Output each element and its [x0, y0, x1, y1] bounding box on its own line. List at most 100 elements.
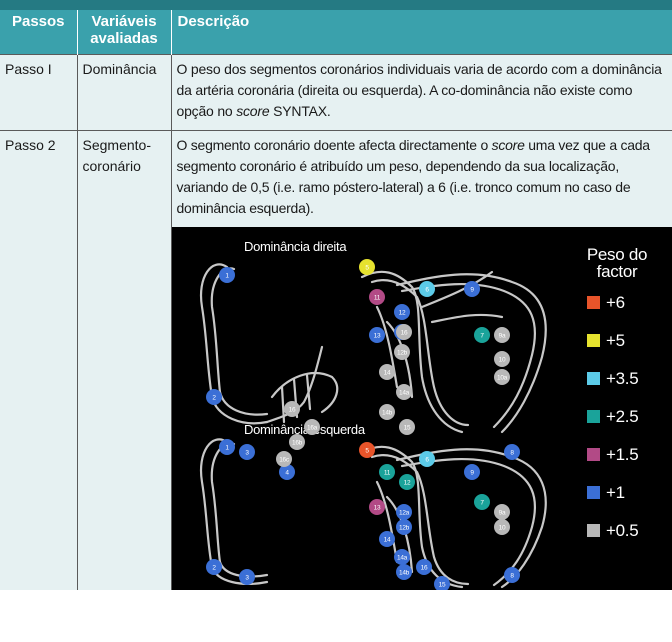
segment-label: 13 [373, 332, 380, 339]
header-descricao: Descrição [170, 10, 672, 54]
vessel-path [199, 262, 268, 424]
legend-label: +0.5 [606, 521, 638, 540]
legend-title: factor [596, 262, 637, 281]
header-passos: Passos [0, 10, 77, 54]
descricao-italic: score [236, 102, 270, 119]
segment-marker [205, 558, 222, 575]
segment-marker [393, 343, 410, 360]
segment-label: 12b [399, 524, 410, 531]
segment-marker [238, 568, 255, 585]
segment-marker [358, 441, 375, 458]
segment-marker [398, 473, 415, 490]
segment-label: 2 [212, 564, 216, 571]
segment-marker [395, 518, 412, 535]
legend: +6+5+3.5+2.5+1.5+1+0.5 [586, 293, 638, 540]
segment-label: 12a [399, 509, 410, 516]
passo-cell: Passo 2 [0, 129, 77, 590]
segment-marker [395, 323, 412, 340]
segment-label: 9 [470, 286, 474, 293]
legend-label: +1 [606, 483, 625, 502]
segment-marker [493, 368, 510, 385]
legend-label: +6 [606, 293, 625, 312]
vessel-path [395, 447, 547, 588]
segment-marker [378, 530, 395, 547]
segment-label: 7 [480, 332, 484, 339]
segment-label: 16c [279, 456, 290, 463]
segment-marker [205, 388, 222, 405]
segment-marker [393, 303, 410, 320]
vessel-path [265, 345, 323, 423]
segment-marker [463, 280, 480, 297]
segment-marker [218, 266, 235, 283]
segment-label: 14a [397, 554, 408, 561]
vessel-outlines [199, 262, 547, 588]
segment-label: 3 [245, 449, 249, 456]
segment-label: 16 [400, 329, 407, 336]
segment-label: 14b [382, 409, 393, 416]
descricao-text: SYNTAX. [269, 102, 331, 119]
segment-marker [378, 463, 395, 480]
segment-label: 5 [365, 447, 369, 454]
segment-markers: 12341616a16b16c567899a1010a111212a12b131… [205, 258, 520, 590]
segment-marker [368, 326, 385, 343]
segment-marker [463, 463, 480, 480]
segment-label: 16b [292, 439, 303, 446]
segment-label: 14 [383, 536, 390, 543]
segment-label: 10 [498, 524, 505, 531]
passo-cell: Passo I [0, 53, 77, 130]
segment-label: 10 [498, 356, 505, 363]
segment-marker [415, 558, 432, 575]
segment-marker [493, 503, 510, 520]
segment-marker [395, 383, 412, 400]
vessel-path [360, 445, 463, 588]
legend-label: +2.5 [606, 407, 638, 426]
segment-marker [493, 518, 510, 535]
descricao-cell: O peso dos segmentos coronários individu… [170, 53, 672, 130]
descricao-italic: score [491, 136, 525, 153]
segment-label: 14a [399, 389, 410, 396]
segment-marker [288, 433, 305, 450]
segment-marker [433, 575, 450, 590]
descricao-cell: O segmento coronário doente afecta direc… [170, 129, 672, 590]
table-row: Passo 2 Segmento-coronário O segmento co… [0, 129, 672, 590]
vessel-path [270, 371, 338, 413]
legend-swatch [586, 409, 600, 423]
segment-label: 15 [438, 581, 445, 588]
segment-label: 15 [403, 424, 410, 431]
table-header-row: Passos Variáveis avaliadas Descrição [0, 10, 672, 54]
legend-swatch [586, 523, 600, 537]
segment-marker [473, 493, 490, 510]
descricao-block: O segmento coronário doente afecta direc… [177, 135, 668, 219]
segment-label: 16a [307, 424, 318, 431]
syntax-steps-table: Passos Variáveis avaliadas Descrição Pas… [0, 10, 672, 590]
segment-label: 9a [498, 509, 505, 516]
segment-marker [368, 288, 385, 305]
coronary-tree-svg: Dominância direita Dominância esquerda P… [199, 239, 647, 590]
segment-label: 12b [397, 349, 408, 356]
segment-marker [503, 566, 520, 583]
legend-swatch [586, 295, 600, 309]
segment-marker [395, 563, 412, 580]
variavel-cell: Segmento-coronário [76, 129, 171, 590]
vessel-path [370, 453, 469, 585]
segment-marker [358, 258, 375, 275]
segment-label: 2 [212, 394, 216, 401]
segment-label: 12 [398, 309, 405, 316]
segment-label: 9a [498, 332, 505, 339]
segment-label: 1 [225, 272, 229, 279]
segment-label: 11 [373, 294, 380, 301]
vessel-path [400, 457, 536, 586]
segment-marker [283, 400, 300, 417]
segment-label: 14b [399, 569, 410, 576]
legend-title: Peso do [586, 245, 646, 264]
segment-marker [378, 363, 395, 380]
vessel-path [400, 282, 536, 428]
legend-label: +1.5 [606, 445, 638, 464]
segment-marker [278, 463, 295, 480]
segment-label: 9 [470, 469, 474, 476]
top-bar [0, 0, 672, 12]
segment-marker [493, 326, 510, 343]
segment-label: 16 [288, 406, 295, 413]
segment-label: 13 [373, 504, 380, 511]
